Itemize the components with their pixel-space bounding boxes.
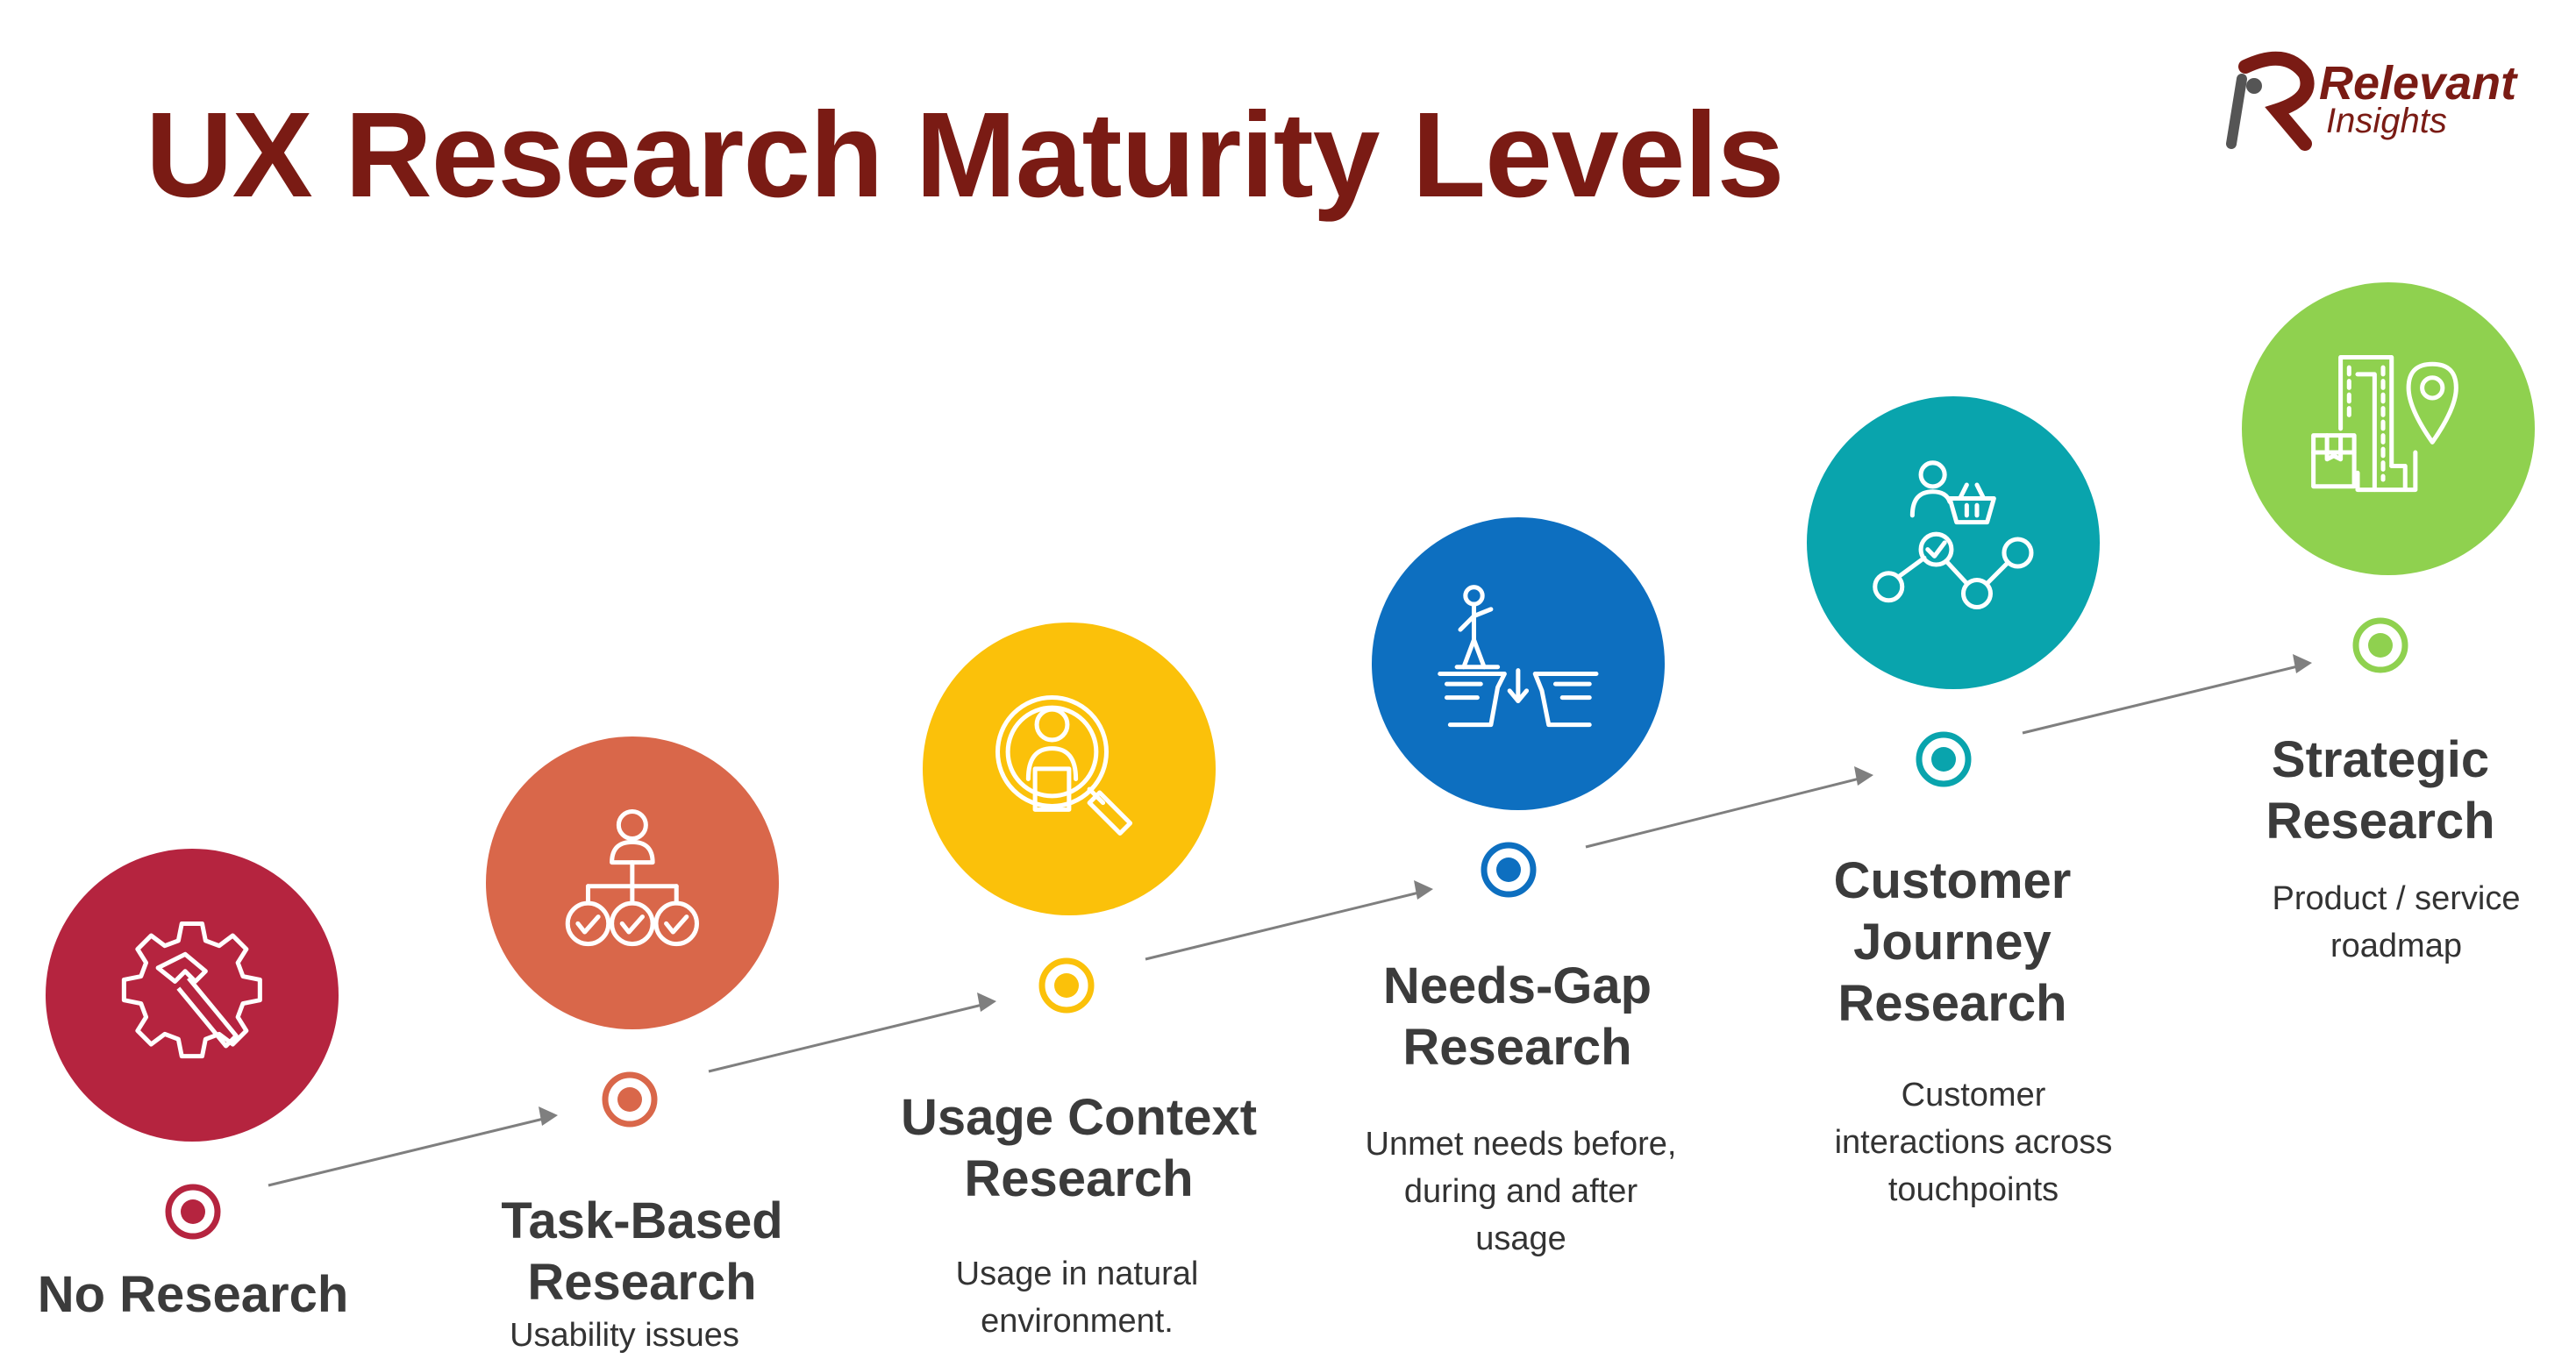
logo-text-insights: Insights: [2326, 102, 2447, 140]
customer-journey-icon: [1873, 460, 2034, 610]
level-6-label-line: Research: [2266, 793, 2495, 850]
level-5-desc-line: Customer: [1901, 1077, 2046, 1114]
level-6-desc-line: Product / service: [2272, 880, 2521, 917]
level-4-description: Unmet needs before, during and after usa…: [1345, 1121, 1696, 1263]
relevant-insights-logo: Relevant Insights: [2224, 47, 2522, 153]
level-2-label-line: Task-Based: [501, 1192, 783, 1249]
level-2-description: Usability issues: [449, 1312, 800, 1359]
level-3-marker: [1038, 957, 1095, 1014]
arrow-3: [1145, 888, 1428, 961]
level-2-circle: [486, 736, 779, 1029]
level-5-label-line: Research: [1837, 975, 2067, 1032]
arrow-4: [1585, 774, 1868, 849]
level-3-label-line: Usage Context: [900, 1089, 1258, 1146]
level-2-marker: [602, 1071, 658, 1128]
logo-mark-icon: [2226, 51, 2315, 151]
level-2-desc-line: Usability issues: [510, 1317, 739, 1354]
level-4-desc-line: Unmet needs before,: [1365, 1126, 1677, 1163]
level-6-description: Product / service roadmap: [2221, 875, 2572, 970]
gear-hammer-icon: [121, 921, 263, 1059]
hierarchy-checkmarks-icon: [565, 809, 700, 947]
person-cliff-gap-icon: [1438, 585, 1599, 728]
level-4-marker: [1481, 842, 1537, 898]
level-3-desc-line: environment.: [981, 1303, 1174, 1340]
level-1-label: No Research: [18, 1264, 368, 1326]
level-4-label-line: Research: [1402, 1019, 1632, 1076]
level-2-label: Task-Based Research: [467, 1191, 817, 1313]
level-1-circle: [46, 849, 339, 1142]
level-6-circle: [2242, 282, 2535, 575]
level-4-circle: [1372, 517, 1665, 810]
level-4-desc-line: during and after: [1403, 1173, 1638, 1210]
level-2-label-line: Research: [527, 1254, 757, 1311]
level-3-desc-line: Usage in natural: [955, 1256, 1199, 1292]
level-3-circle: [923, 623, 1216, 915]
level-5-label-line: Customer: [1833, 852, 2072, 909]
level-4-desc-line: usage: [1475, 1220, 1566, 1257]
level-5-desc-line: interactions across: [1834, 1124, 2113, 1161]
level-5-desc-line: touchpoints: [1887, 1171, 2059, 1208]
level-4-label-line: Needs-Gap: [1382, 957, 1652, 1014]
arrow-2: [708, 1000, 991, 1073]
level-3-description: Usage in natural environment.: [902, 1250, 1252, 1345]
logo-text-relevant: Relevant: [2319, 57, 2517, 110]
level-3-label-line: Research: [964, 1150, 1194, 1207]
level-1-label-line: No Research: [37, 1266, 349, 1323]
level-5-circle: [1807, 396, 2100, 689]
level-5-description: Customer interactions across touchpoints: [1798, 1071, 2149, 1213]
level-5-marker: [1916, 731, 1972, 787]
arrow-5: [2022, 662, 2307, 735]
level-5-label: Customer Journey Research: [1777, 850, 2128, 1035]
level-6-marker: [2352, 617, 2408, 673]
level-3-label: Usage Context Research: [877, 1087, 1281, 1210]
level-1-marker: [165, 1184, 221, 1240]
level-6-label-line: Strategic: [2271, 731, 2490, 788]
roadmap-location-icon: [2311, 355, 2459, 493]
level-4-label: Needs-Gap Research: [1342, 956, 1693, 1078]
page-title: UX Research Maturity Levels: [146, 88, 1784, 223]
level-5-label-line: Journey: [1853, 914, 2052, 971]
level-6-desc-line: roadmap: [2330, 928, 2462, 964]
person-magnifier-icon: [995, 695, 1133, 836]
arrow-1: [268, 1114, 553, 1187]
level-6-label: Strategic Research: [2205, 729, 2556, 852]
